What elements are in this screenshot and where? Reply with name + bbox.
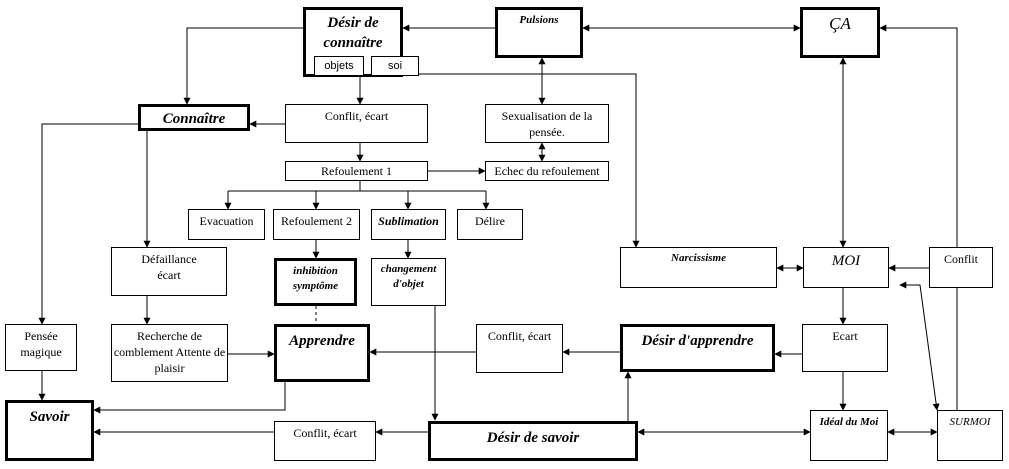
node-conflit-ecart-3: Conflit, écart: [274, 421, 376, 461]
node-echec-refoulement: Echec du refoulement: [485, 161, 609, 181]
node-refoulement-1: Refoulement 1: [285, 161, 428, 181]
node-delire: Délire: [457, 209, 523, 240]
node-ideal-du-moi: Idéal du Moi: [810, 410, 888, 461]
node-refoulement-2: Refoulement 2: [273, 209, 360, 240]
node-sexualisation: Sexualisation de la pensée.: [485, 104, 609, 143]
node-objets: objets: [314, 56, 364, 76]
node-apprendre: Apprendre: [274, 324, 370, 382]
node-desir-apprendre: Désir d'apprendre: [620, 324, 775, 372]
node-conflit-ecart-1: Conflit, écart: [285, 104, 428, 143]
connector: [38, 123, 138, 325]
node-soi: soi: [371, 56, 419, 76]
node-conflit: Conflit: [929, 247, 993, 288]
node-changement-objet: changement d'objet: [371, 258, 446, 306]
node-moi: MOI: [803, 247, 889, 288]
node-narcissisme: Narcissisme: [620, 247, 777, 288]
connector: [403, 73, 640, 248]
connector: [183, 27, 303, 105]
node-desir-de-savoir: Désir de savoir: [428, 421, 638, 461]
node-pulsions: Pulsions: [495, 7, 583, 58]
node-inhibition-symptome: inhibition symptôme: [274, 258, 357, 306]
node-connaitre: Connaître: [138, 104, 250, 131]
node-defaillance-ecart: Défaillance écart: [111, 247, 227, 296]
node-evacuation: Evacuation: [188, 209, 265, 240]
node-pensee-magique: Pensée magique: [5, 324, 77, 371]
node-sublimation: Sublimation: [371, 209, 446, 240]
node-savoir: Savoir: [5, 400, 94, 461]
connector: [879, 24, 958, 410]
node-conflit-ecart-2: Conflit, écart: [476, 324, 563, 373]
node-ca: ÇA: [800, 7, 880, 58]
connector: [93, 382, 286, 414]
connector: [899, 281, 940, 411]
node-recherche-comblement: Recherche de comblement Attente de plais…: [111, 324, 228, 382]
node-ecart: Ecart: [802, 324, 888, 372]
node-surmoi: SURMOI: [937, 410, 1003, 461]
